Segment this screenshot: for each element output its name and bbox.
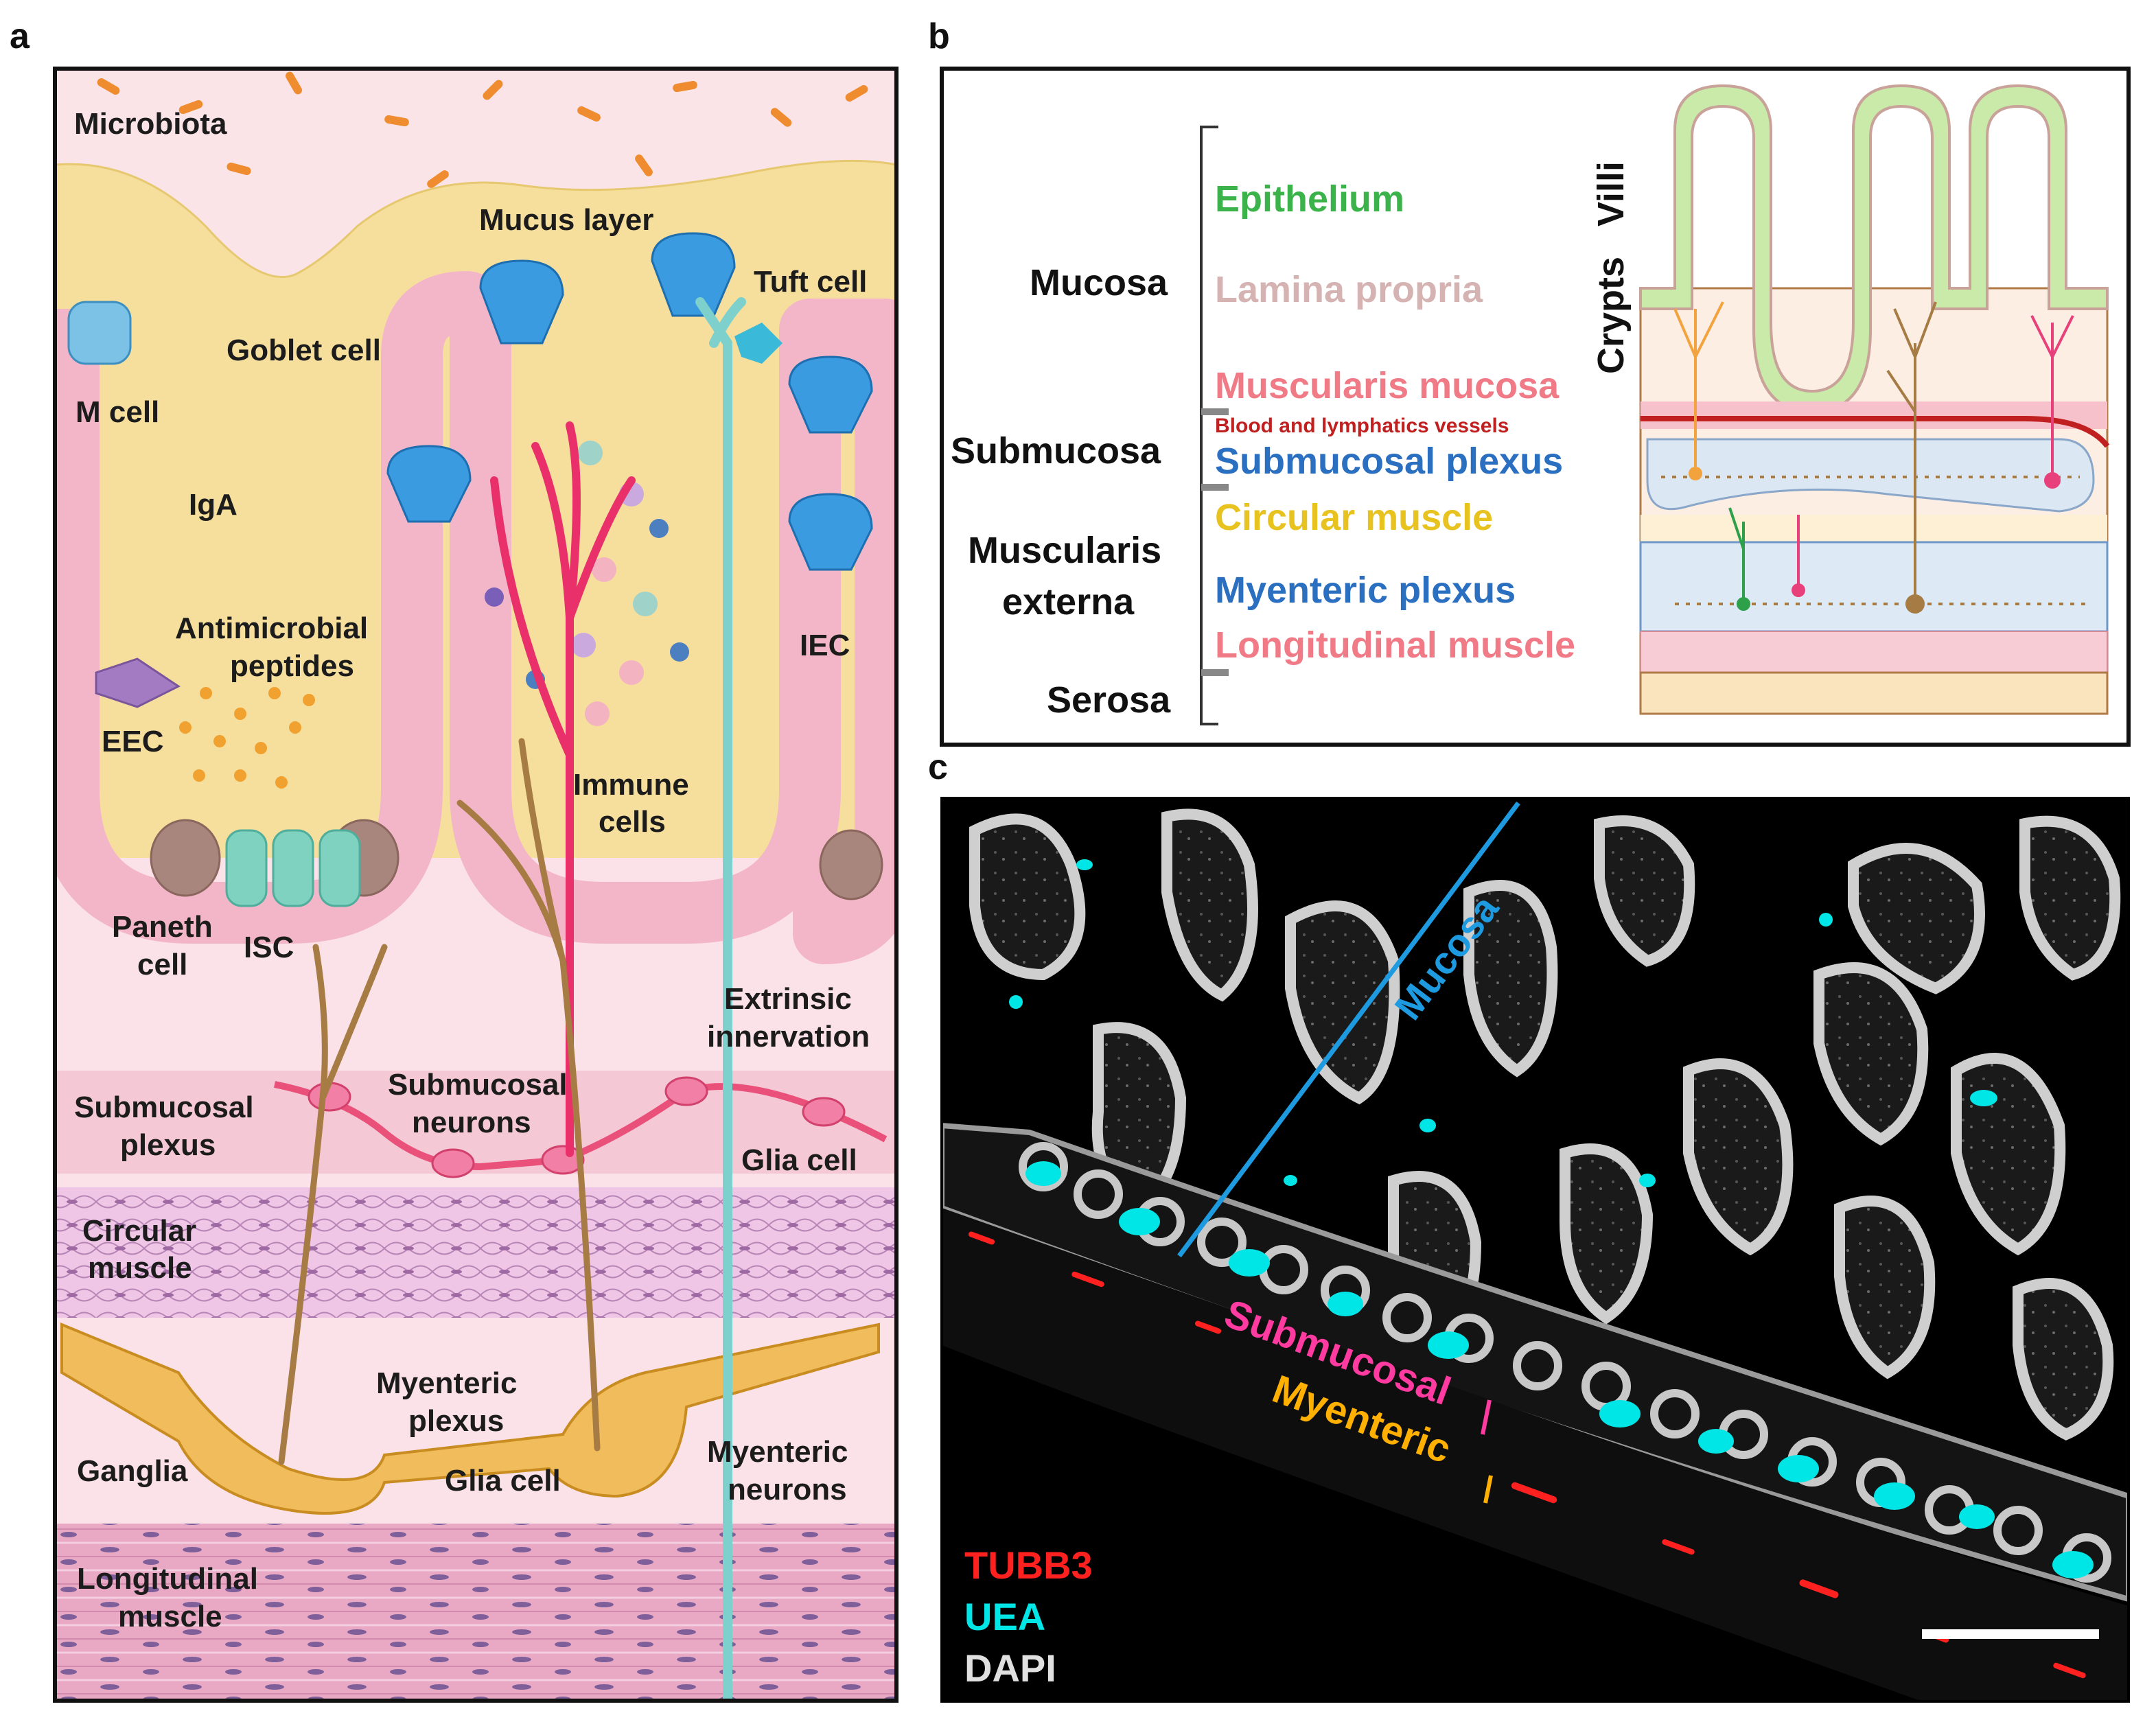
label-submucosal-neurons-2: neurons — [412, 1106, 531, 1139]
layer-epithelium: Epithelium — [1215, 178, 1404, 220]
group-submucosa: Submucosa — [951, 430, 1161, 471]
eec-cell — [95, 657, 181, 708]
myenteric-neuron-projection — [278, 738, 601, 1465]
label-extrinsic: Extrinsic — [724, 982, 852, 1016]
legend-dapi: DAPI — [964, 1646, 1056, 1690]
micrograph-tubb3-signal — [968, 1231, 2086, 1679]
myenteric-annotation-tick — [1483, 1475, 1493, 1504]
label-isc: ISC — [244, 931, 294, 964]
schematic-submucosal-plexus — [1646, 438, 2095, 513]
circular-muscle-band — [55, 1187, 896, 1318]
label-microbiota: Microbiota — [74, 107, 227, 141]
label-iec: IEC — [800, 629, 850, 662]
gut-wall-schematic — [1639, 84, 2110, 715]
layer-myenteric-plexus: Myenteric plexus — [1215, 570, 1516, 611]
panel-c-frame — [940, 797, 2130, 1703]
label-immune: Immune — [573, 768, 689, 802]
layer-lamina-propria: Lamina propria — [1215, 269, 1483, 310]
label-submucosal-neurons-1: Submucosal — [388, 1068, 568, 1102]
label-peptides: peptides — [230, 649, 354, 683]
label-antimicrobial: Antimicrobial — [175, 611, 368, 645]
layer-muscularis-mucosa: Muscularis mucosa — [1215, 365, 1560, 406]
label-paneth-cell: cell — [137, 948, 187, 981]
label-goblet-cell: Goblet cell — [227, 334, 381, 367]
panel-letter-c: c — [928, 747, 948, 787]
micrograph-uea-signal — [1009, 859, 2094, 1579]
layer-vessels: Blood and lymphatics vessels — [1215, 415, 1509, 437]
label-longitudinal: Longitudinal — [77, 1562, 258, 1596]
layer-longitudinal-muscle: Longitudinal muscle — [1215, 625, 1575, 666]
group-muscularis-2: externa — [1002, 581, 1135, 622]
label-glia-cell-bottom: Glia cell — [445, 1464, 561, 1498]
label-circular: Circular — [82, 1214, 196, 1248]
label-mucus-layer: Mucus layer — [479, 203, 653, 237]
schematic-muscularis-mucosa — [1641, 401, 2107, 429]
schematic-vessel — [1641, 416, 2110, 448]
label-submucosal-plexus-1: Submucosal — [74, 1091, 254, 1124]
label-longitudinal-muscle: muscle — [118, 1600, 222, 1633]
label-myenteric-plexus-1: Myenteric — [376, 1366, 517, 1400]
panel-letter-a: a — [10, 16, 30, 56]
schematic-neuron-somata — [1689, 467, 2061, 614]
schematic-myenteric-plexus — [1639, 541, 2109, 633]
layer-bracket — [1200, 126, 1229, 725]
submucosal-neuron-projection — [490, 421, 636, 1157]
paneth-cells — [150, 819, 883, 900]
layer-circular-muscle: Circular muscle — [1215, 497, 1493, 538]
schematic-neurons — [1661, 301, 2087, 605]
longitudinal-muscle-band — [55, 1524, 896, 1701]
label-submucosal-plexus-2: plexus — [120, 1128, 216, 1162]
layer-submucosal-plexus: Submucosal plexus — [1215, 441, 1563, 482]
legend-tubb3: TUBB3 — [964, 1544, 1093, 1587]
label-eec: EEC — [102, 725, 163, 758]
antimicrobial-peptides — [179, 687, 315, 789]
m-cell — [67, 301, 132, 365]
mucosa-annotation-line — [1177, 801, 1520, 1258]
micrograph-submucosa-band — [942, 1208, 2129, 1701]
group-serosa: Serosa — [1047, 679, 1171, 721]
myenteric-ganglia — [60, 1323, 880, 1515]
vertical-label-villi: Villi — [1590, 161, 1632, 226]
label-glia-cell-top: Glia cell — [741, 1143, 857, 1177]
vertical-label-crypts: Crypts — [1590, 257, 1632, 374]
isc-cells — [225, 829, 361, 907]
goblet-cells — [386, 232, 873, 571]
scale-bar — [1922, 1629, 2099, 1639]
label-myenteric-neurons-2: neurons — [728, 1473, 847, 1506]
panel-a: Microbiota Mucus layer Tuft cell Goblet … — [53, 67, 899, 1703]
label-tuft-cell: Tuft cell — [754, 265, 867, 299]
schematic-longitudinal-muscle — [1640, 631, 2108, 673]
schematic-serosa — [1639, 671, 2109, 715]
schematic-circular-muscle — [1641, 515, 2107, 542]
label-myenteric-neurons-1: Myenteric — [707, 1435, 848, 1469]
label-ganglia: Ganglia — [77, 1454, 188, 1488]
label-circular-muscle: muscle — [88, 1251, 192, 1285]
legend-uea: UEA — [964, 1595, 1045, 1638]
panel-letter-b: b — [928, 16, 950, 56]
label-m-cell: M cell — [76, 395, 159, 429]
tuft-cell — [734, 323, 783, 364]
group-mucosa: Mucosa — [1030, 262, 1168, 303]
panel-c: Mucosa Submucosal Myenteric TUBB3 UEA DA… — [940, 797, 2130, 1703]
panel-b: Mucosa Submucosa Muscularis externa Sero… — [940, 67, 2131, 747]
label-myenteric-plexus-2: plexus — [408, 1404, 504, 1438]
group-muscularis-1: Muscularis — [968, 530, 1161, 571]
label-innervation: innervation — [707, 1020, 870, 1053]
label-paneth: Paneth — [112, 910, 213, 944]
panel-a-frame — [53, 67, 899, 1703]
label-iga: IgA — [189, 488, 237, 522]
extrinsic-innervation-fiber — [695, 297, 746, 1701]
crypt-epithelium — [55, 271, 896, 964]
label-cells: cells — [599, 805, 666, 839]
submucosal-annotation-tick — [1481, 1399, 1492, 1435]
